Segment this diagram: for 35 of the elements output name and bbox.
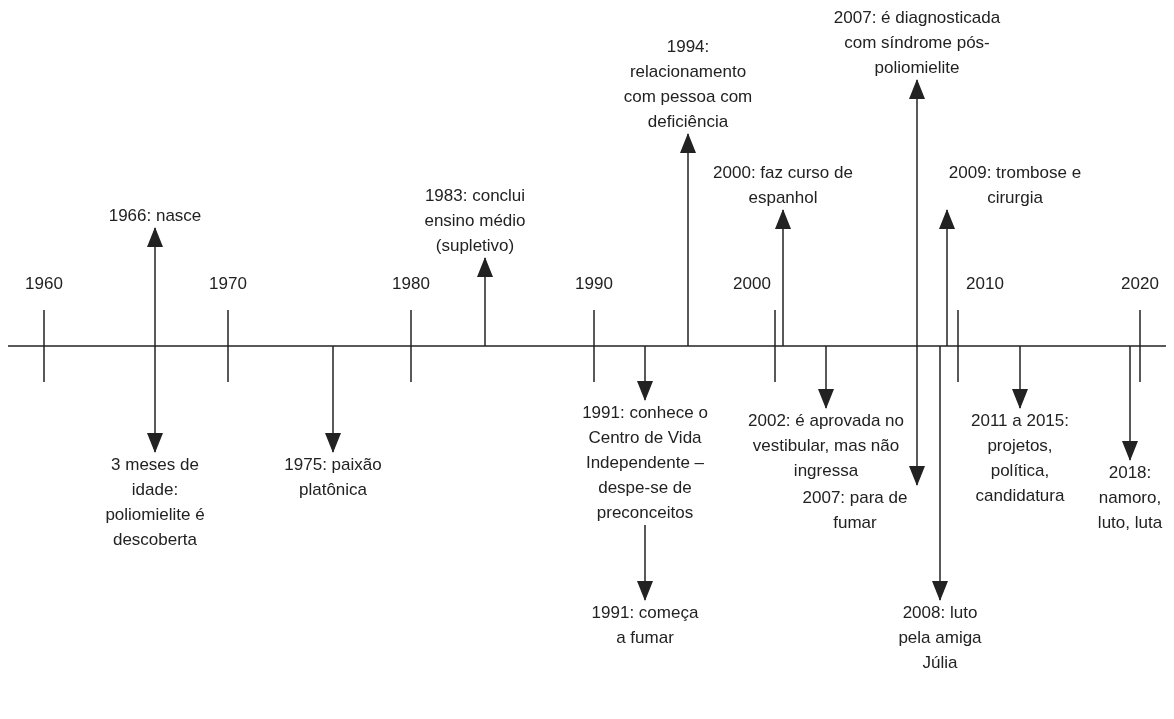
- arrow: [932, 345, 948, 601]
- event-label: 1966: nasce: [85, 203, 225, 228]
- event-label: 2007: para de fumar: [790, 485, 920, 535]
- event-label: 2002: é aprovada no vestibular, mas não ingressa: [741, 408, 911, 483]
- arrow: [477, 257, 493, 347]
- year-label: 1990: [575, 274, 613, 294]
- arrow: [1012, 345, 1028, 409]
- event-label: 1994: relacionamento com pessoa com deficiência: [613, 34, 763, 134]
- year-label: 1970: [209, 274, 247, 294]
- year-label: 2020: [1121, 274, 1159, 294]
- arrow: [325, 345, 341, 453]
- event-label: 1975: paixão platônica: [273, 452, 393, 502]
- event-label: 2018: namoro, luto, luta: [1095, 460, 1165, 535]
- event-label: 3 meses de idade: poliomielite é descoberta: [94, 452, 216, 552]
- event-label: 1991: começa a fumar: [590, 600, 700, 650]
- arrow: [909, 79, 925, 486]
- arrow: [637, 524, 653, 601]
- year-label: 1960: [25, 274, 63, 294]
- event-label: 2000: faz curso de espanhol: [708, 160, 858, 210]
- arrow: [680, 133, 696, 347]
- arrow: [147, 227, 163, 453]
- year-label: 1980: [392, 274, 430, 294]
- arrow: [939, 209, 955, 347]
- arrow: [775, 209, 791, 347]
- arrow: [637, 345, 653, 401]
- event-label: 1983: conclui ensino médio (supletivo): [407, 183, 543, 258]
- year-label: 2010: [966, 274, 1004, 294]
- arrow: [1122, 345, 1138, 461]
- event-label: 2011 a 2015: projetos, política, candidatura: [960, 408, 1080, 508]
- event-label: 2009: trombose e cirurgia: [940, 160, 1090, 210]
- arrow: [818, 345, 834, 409]
- year-label: 2000: [733, 274, 771, 294]
- event-label: 1991: conhece o Centro de Vida Independente – despe-se de preconceitos: [560, 400, 730, 525]
- event-label: 2007: é diagnosticada com síndrome pós-poliomielite: [827, 5, 1007, 80]
- event-label: 2008: luto pela amiga Júlia: [885, 600, 995, 675]
